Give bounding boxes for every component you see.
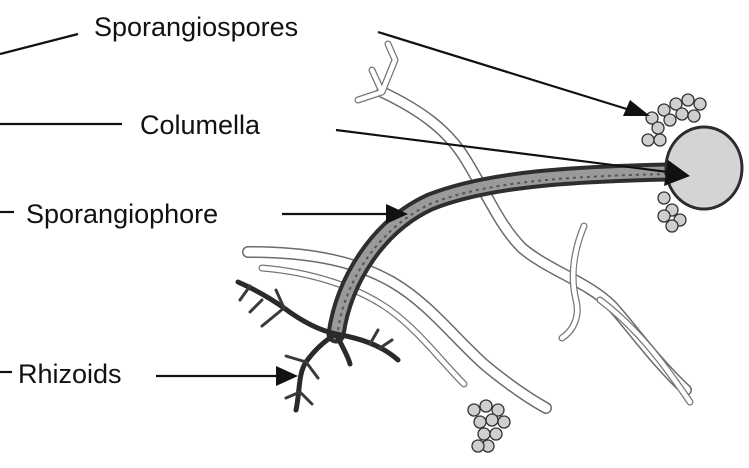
sporangiophore-label: Sporangiophore: [26, 199, 218, 229]
sporangiospores-pointer: [0, 32, 650, 116]
sporangiospores-label: Sporangiospores: [94, 12, 298, 42]
sporangiospores-arrowhead: [623, 100, 650, 116]
rhizoids-label: Rhizoids: [18, 359, 122, 389]
sporangiospores-leader-left: [0, 34, 78, 54]
ground-spore-cluster: [468, 400, 510, 452]
columella-label: Columella: [140, 110, 261, 140]
rhizoids-arrowhead: [276, 366, 298, 386]
sporangiospores-leader-right: [378, 32, 630, 110]
columella-leader-right: [336, 130, 668, 172]
rhizoid-main: [296, 334, 336, 410]
stolon-lower-2: [262, 268, 464, 384]
